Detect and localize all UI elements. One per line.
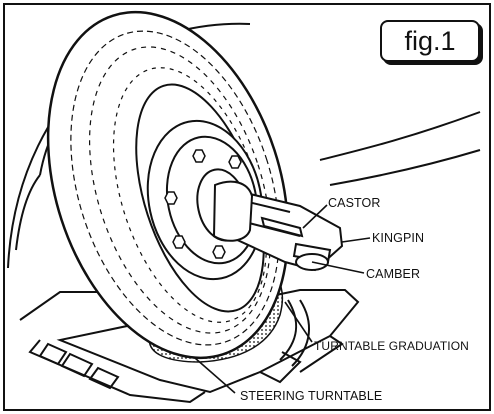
figure-label: fig.1 (404, 25, 456, 56)
castor-label: CASTOR (328, 196, 381, 210)
steering-turntable-leader (194, 357, 236, 394)
turntable-graduation-label: TURNTABLE GRADUATION (314, 339, 469, 353)
spindle-arm (212, 180, 344, 272)
kingpin-leader (341, 237, 371, 243)
graduation-leader (284, 301, 313, 343)
camber-leader (311, 261, 365, 274)
wheel-nuts (164, 149, 242, 259)
camber-label: CAMBER (366, 267, 421, 281)
diagram-frame (3, 3, 491, 411)
steering-turntable-label: STEERING TURNTABLE (240, 389, 383, 403)
leader-lines (194, 204, 371, 394)
kingpin-label: KINGPIN (372, 231, 425, 245)
figure-label-box: fig.1 (380, 20, 480, 62)
castor-leader (302, 204, 328, 229)
